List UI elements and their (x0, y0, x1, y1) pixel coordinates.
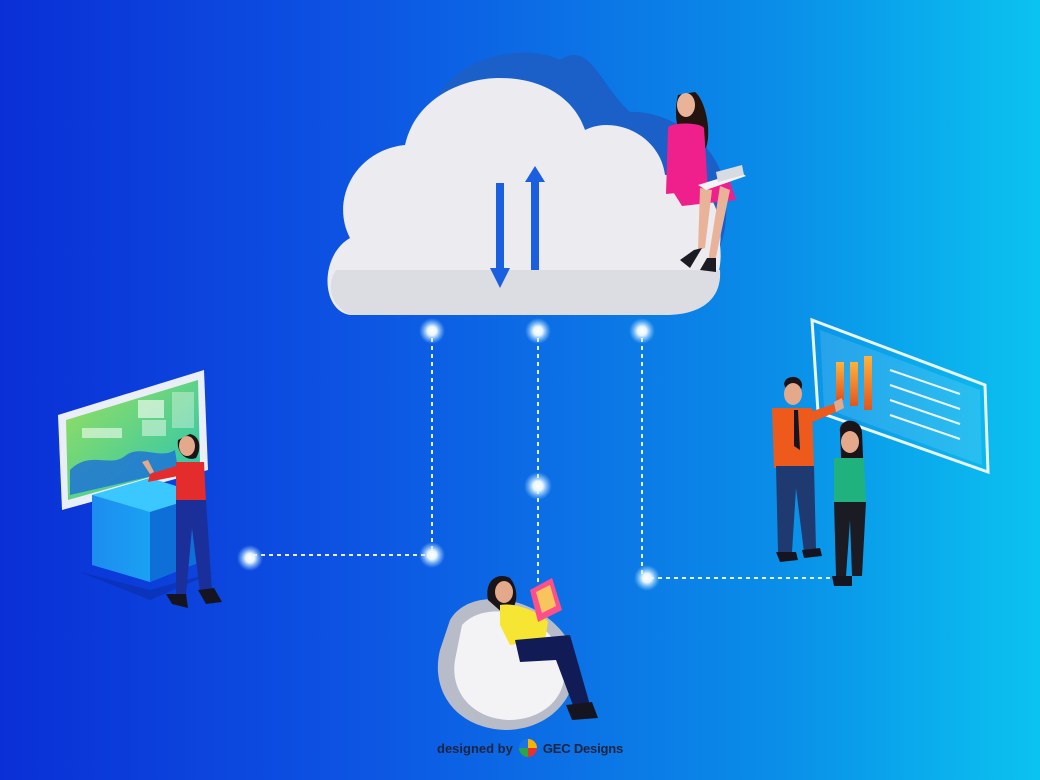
credit-brand: GEC Designs (542, 740, 624, 756)
chart-board (810, 317, 990, 475)
credit-footer: designed by GEC Designs (437, 738, 623, 758)
woman-standing-figure (832, 420, 866, 586)
cloud-icon (327, 52, 727, 315)
man-presenting-figure (772, 376, 844, 562)
credit-prefix: designed by (437, 740, 513, 756)
download-arrow-icon (490, 183, 510, 288)
glow-nodes (237, 318, 660, 591)
woman-at-kiosk-figure (142, 434, 222, 608)
woman-on-cloud-figure (666, 92, 746, 272)
woman-in-chair-figure (437, 576, 598, 730)
brand-logo-icon (518, 739, 537, 757)
connection-lines (250, 330, 850, 585)
upload-arrow-icon (525, 166, 545, 270)
